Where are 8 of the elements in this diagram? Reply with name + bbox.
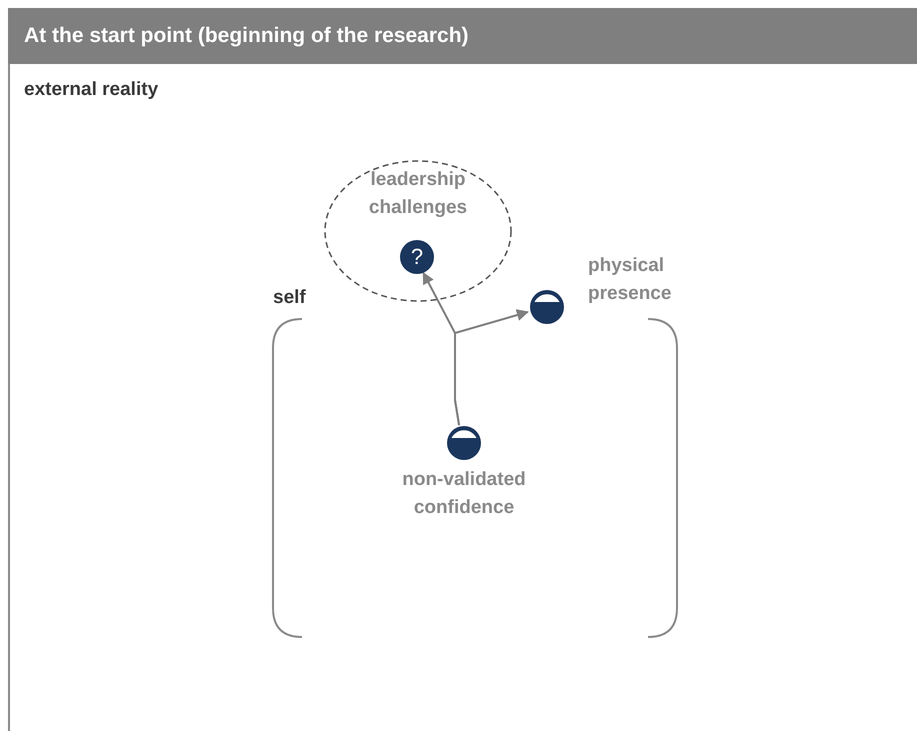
panel-heading: external reality	[24, 78, 158, 102]
question-badge: ?	[400, 240, 434, 274]
icon-caption: non-validated confidence	[401, 468, 527, 520]
title: At the start point (beginning of the research)	[24, 23, 469, 49]
arrow	[454, 309, 529, 426]
group-label: self	[273, 286, 306, 310]
ellipse-label: leadership challenges	[368, 168, 468, 220]
icon-caption: physical presence	[588, 254, 672, 306]
